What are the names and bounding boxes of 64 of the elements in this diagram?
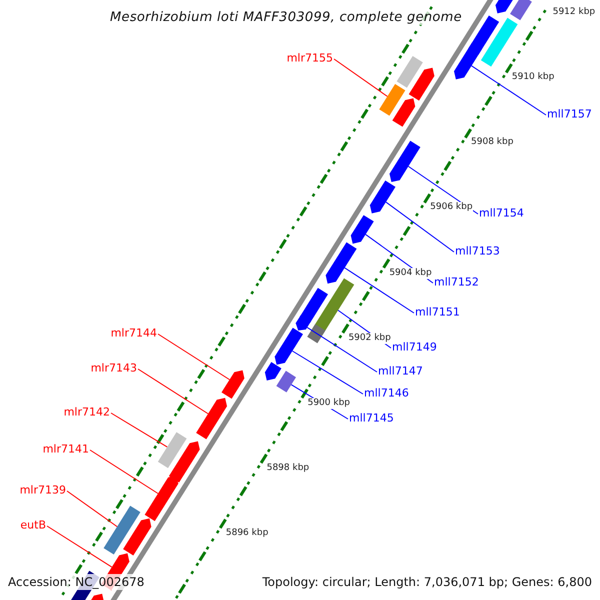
gene-bar	[307, 324, 326, 344]
tick-label: 5910 kbp	[512, 72, 554, 84]
gene-label: mll7149	[392, 340, 437, 354]
gene-bar	[196, 398, 227, 440]
gene-bar	[480, 18, 518, 67]
gene-label: mll7152	[434, 276, 479, 288]
leader-line	[306, 326, 378, 372]
gene-label: mlr7142	[64, 406, 110, 418]
tick-label: 5904 kbp	[389, 268, 432, 279]
gene-label: mll7145	[349, 412, 394, 424]
gene-label: mlr7155	[286, 52, 333, 64]
gene-bar	[396, 56, 423, 88]
gene-bar	[468, 16, 500, 57]
gene-label: mlr7141	[42, 442, 89, 456]
gene-bar	[496, 0, 514, 14]
leader-line	[110, 412, 168, 448]
leader-line	[66, 490, 118, 528]
gene-bar	[408, 68, 434, 101]
gene-bar	[274, 328, 303, 365]
gene-bar	[158, 432, 187, 468]
tick-label: 5898 kbp	[266, 462, 310, 474]
gene-bar	[104, 506, 140, 554]
gene-bar	[264, 362, 282, 380]
leader-line	[385, 202, 454, 252]
leader-line	[90, 450, 158, 494]
leader-line	[138, 368, 209, 414]
tick-label: 5900 kbp	[308, 398, 350, 409]
gene-bar	[123, 518, 152, 556]
gene-bar	[296, 314, 312, 330]
gene-bar	[390, 140, 420, 182]
leader-line	[471, 65, 546, 116]
gene-bar	[144, 476, 178, 522]
gene-label: eutB	[20, 518, 46, 532]
leader-line	[344, 267, 414, 314]
tick-label: 5906 kbp	[430, 202, 473, 214]
gene-bar	[276, 370, 296, 392]
gene-bar	[350, 215, 374, 244]
gene-label: mll7157	[547, 108, 592, 120]
gene-label: mll7154	[479, 206, 524, 220]
diagram-title: Mesorhizobium loti MAFF303099, complete genome	[110, 10, 462, 25]
leader-line	[158, 334, 230, 380]
leader-line	[292, 350, 364, 394]
gene-label: mlr7144	[110, 326, 157, 340]
tick-label: 5908 kbp	[471, 137, 514, 148]
leader-line	[334, 58, 388, 97]
gene-bar	[392, 98, 416, 127]
gene-label: mll7153	[455, 244, 500, 258]
info-text: Accession: NC_002678	[6, 574, 146, 590]
gene-label: mlr7143	[90, 362, 137, 374]
tick-label: 5902 kbp	[348, 332, 391, 344]
gene-label: mll7146	[364, 386, 409, 400]
tick-label: 5896 kbp	[226, 528, 268, 539]
leader-line	[46, 526, 112, 568]
gene-label: mlr7139	[20, 484, 66, 496]
gene-bar	[168, 441, 200, 482]
gene-bar	[222, 370, 244, 399]
gene-bar	[379, 84, 406, 116]
gene-bar	[510, 0, 532, 20]
gene-label: mll7147	[378, 364, 423, 378]
gene-bar	[326, 242, 357, 284]
tick-label: 5912 kbp	[552, 7, 596, 18]
info-text: Topology: circular; Length: 7,036,071 bp; Genes: 6,800	[260, 574, 594, 590]
gene-label: mll7151	[415, 306, 460, 318]
gene-bar	[370, 180, 396, 214]
